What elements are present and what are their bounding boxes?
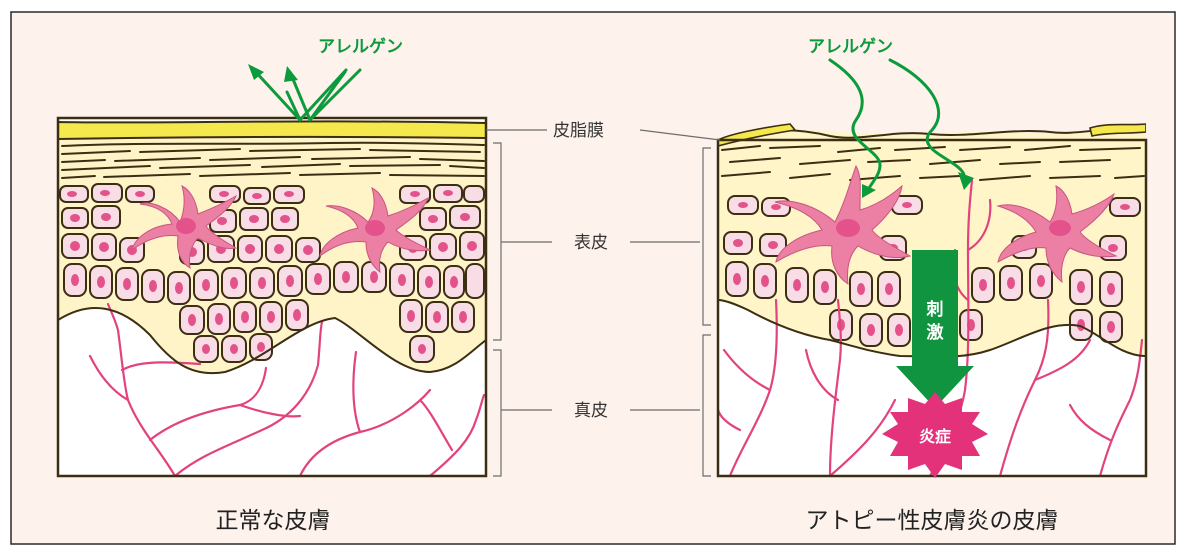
caption-atopic-skin: アトピー性皮膚炎の皮膚 bbox=[806, 508, 1059, 534]
label-stimulus-1: 刺 bbox=[927, 299, 944, 320]
caption-normal-skin: 正常な皮膚 bbox=[216, 508, 331, 534]
normal-skin-panel bbox=[56, 64, 488, 478]
label-allergen-right: アレルゲン bbox=[808, 36, 893, 57]
label-sebum-membrane: 皮脂膜 bbox=[553, 121, 604, 141]
layer-label-lines bbox=[486, 129, 721, 477]
inflammation-burst bbox=[882, 392, 988, 478]
normal-sebum-layer bbox=[58, 120, 486, 141]
stimulus-arrow bbox=[896, 250, 974, 408]
label-allergen-left: アレルゲン bbox=[318, 36, 403, 57]
penetrating-allergen-arrows bbox=[828, 58, 966, 192]
label-epidermis: 表皮 bbox=[574, 233, 608, 253]
atopic-skin-panel bbox=[716, 58, 1148, 478]
label-inflammation: 炎症 bbox=[919, 427, 951, 446]
label-stimulus-2: 激 bbox=[927, 322, 944, 343]
reflected-allergen-arrows bbox=[252, 68, 362, 122]
label-dermis: 真皮 bbox=[574, 401, 608, 421]
